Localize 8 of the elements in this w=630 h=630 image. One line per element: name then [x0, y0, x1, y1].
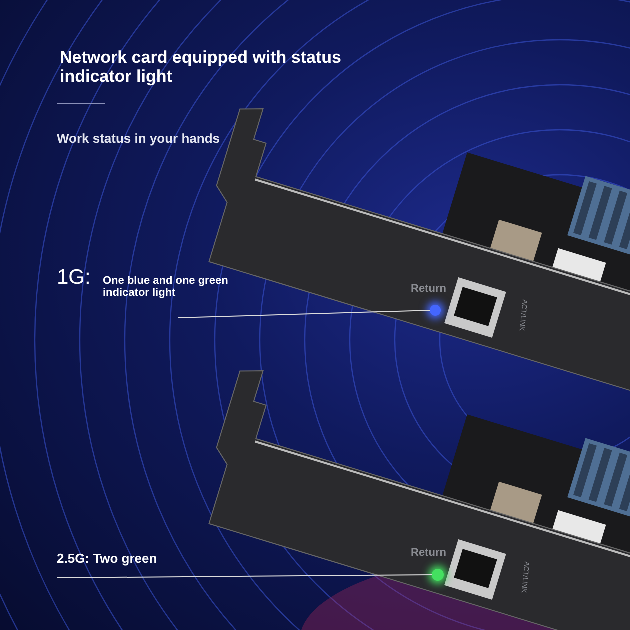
port-label: Return: [411, 547, 446, 559]
leader-line: [56, 574, 432, 578]
speed-label: 2.5G: Two green: [57, 551, 158, 566]
description: One blue and one green indicator light: [103, 275, 230, 299]
speed-label: 1G:: [57, 266, 91, 290]
port-label: Return: [411, 283, 446, 295]
subtitle: Work status in your hands: [57, 131, 220, 146]
title: Network card equipped with status indicator light: [60, 48, 342, 86]
